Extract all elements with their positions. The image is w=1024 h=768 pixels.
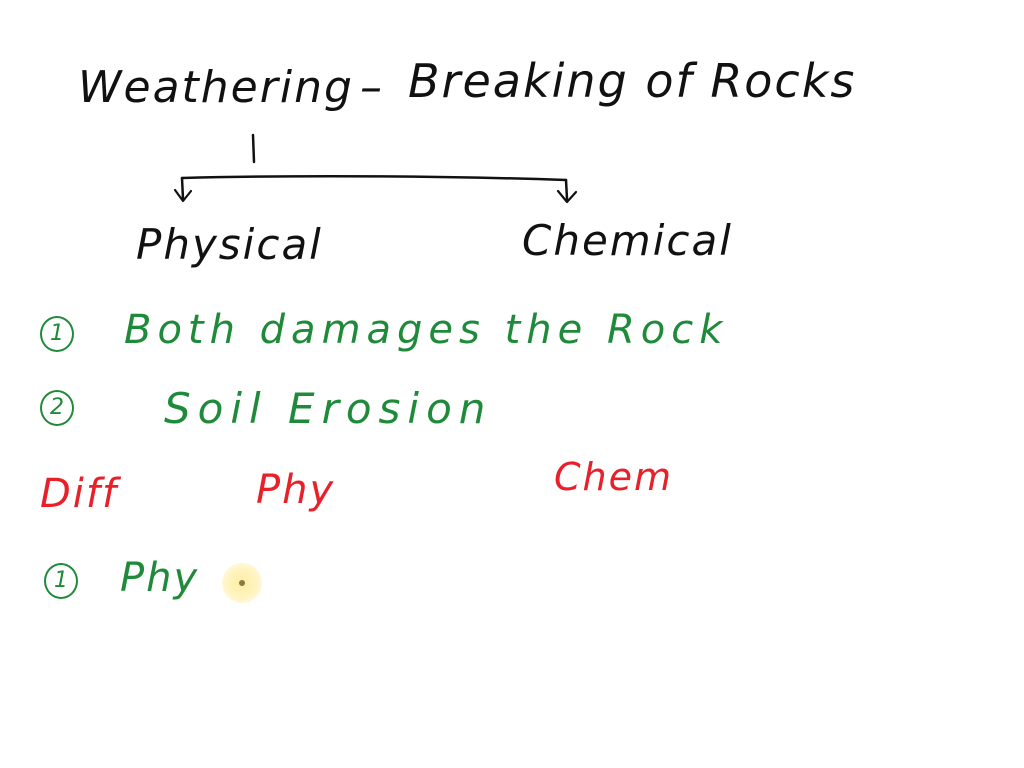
stem-line — [251, 133, 256, 164]
left-arrow-shaft — [180, 176, 185, 201]
right-arrow-shaft — [564, 178, 569, 201]
left-arrow-head — [173, 188, 193, 203]
diff-column-chem: Chem — [554, 455, 674, 499]
diff-point-number-1: 1 — [44, 563, 78, 599]
heading-dash: – — [360, 62, 384, 113]
diff-label: Diff — [40, 471, 119, 517]
point-number-2: 2 — [40, 390, 74, 426]
branch-physical: Physical — [136, 220, 323, 269]
point-number-1: 1 — [40, 316, 74, 352]
similarity-soil-erosion: Soil Erosion — [164, 384, 493, 433]
diff-point-phy: Phy — [120, 555, 200, 601]
pointer-dot — [239, 580, 245, 586]
branch-bar — [180, 175, 568, 182]
heading-breaking-of-rocks: Breaking of Rocks — [408, 54, 857, 108]
right-arrow-head — [556, 189, 578, 204]
pointer-highlight-icon — [222, 563, 262, 603]
diff-column-phy: Phy — [256, 467, 336, 513]
heading-weathering: Weathering — [78, 62, 354, 113]
branch-chemical: Chemical — [522, 216, 733, 265]
similarity-both-damages: Both damages the Rock — [124, 307, 729, 353]
